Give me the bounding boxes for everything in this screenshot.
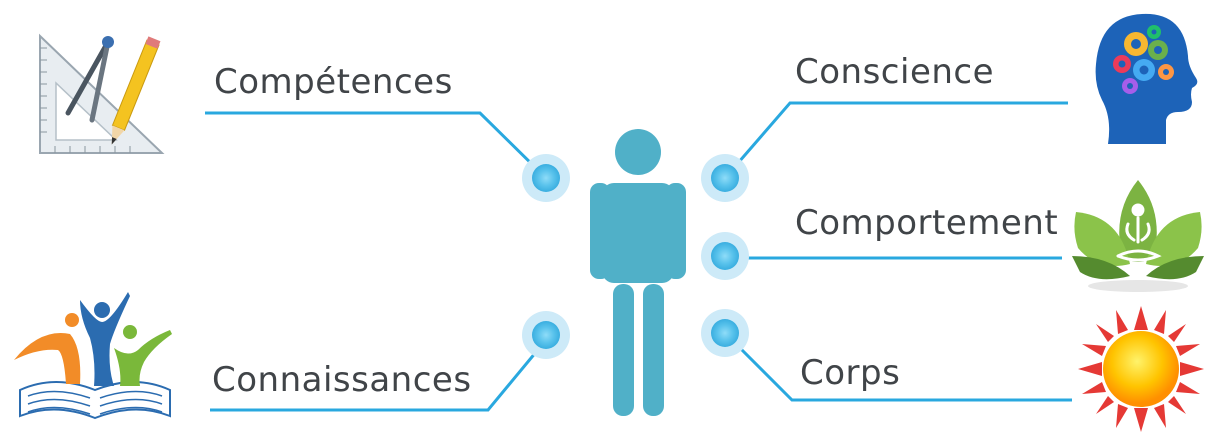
label-conscience: Conscience [795,52,995,92]
connector-conscience [723,101,1068,179]
node-conscience [701,154,749,202]
meditation-lotus-icon [1072,180,1204,292]
people-on-open-book-icon [14,292,172,420]
person-figure [590,129,686,416]
connector-competences [205,111,548,180]
head-with-gears-icon [1095,13,1198,145]
connector-connaissances [210,339,548,412]
node-connaissances [522,311,570,359]
node-competences [522,154,570,202]
node-comportement [701,232,749,280]
label-competences: Compétences [214,62,453,102]
label-comportement: Comportement [795,203,1059,243]
sun-icon [1078,306,1204,432]
label-connaissances: Connaissances [212,360,472,400]
node-corps [701,309,749,357]
label-corps: Corps [800,353,901,393]
drafting-tools-icon [39,33,165,154]
connector-corps [723,331,1072,402]
